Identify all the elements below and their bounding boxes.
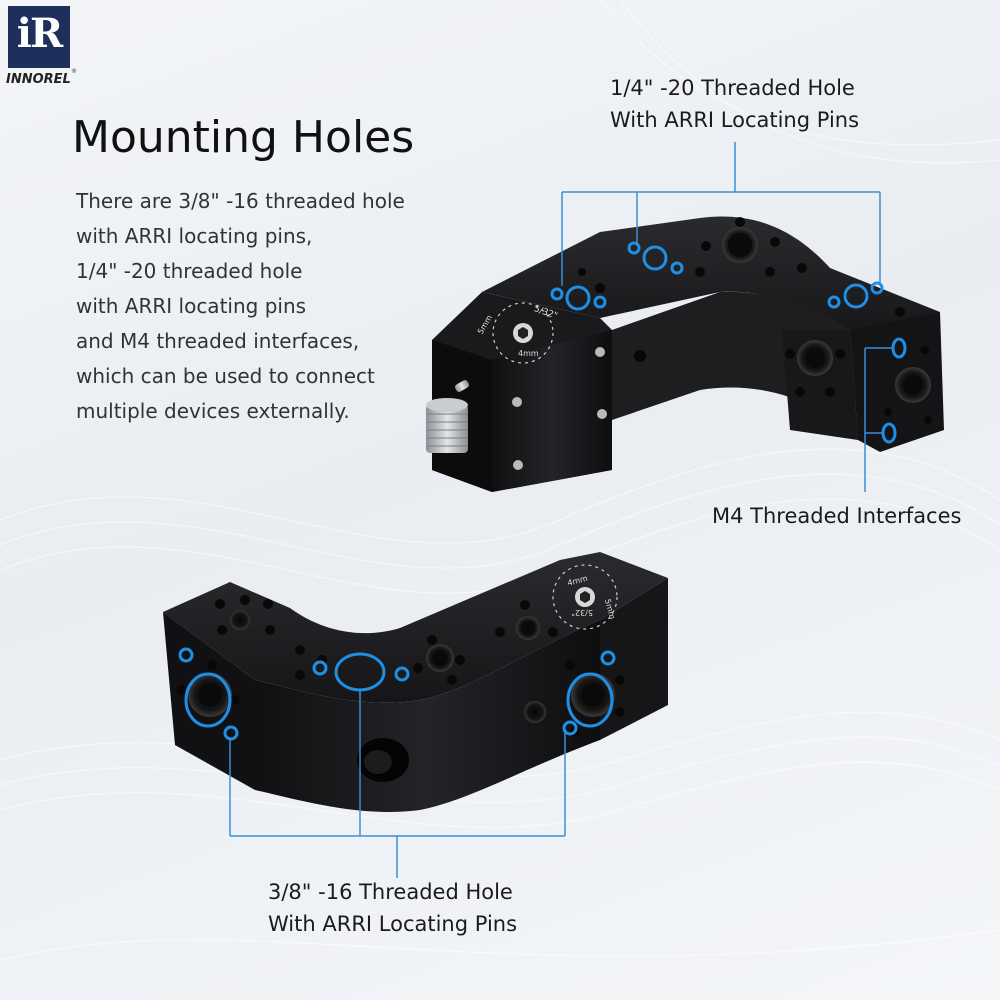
callout-line-2: With ARRI Locating Pins [268,912,518,936]
callout-m4-interfaces: M4 Threaded Interfaces [712,504,962,528]
engraving-text: 4mm [518,349,539,358]
callout-line-1: 1/4" -20 Threaded Hole [610,76,855,100]
description-line: which can be used to connect [76,364,375,388]
callout-quarter-inch-hole: 1/4" -20 Threaded Hole With ARRI Locatin… [610,72,859,136]
brand-name: INNOREL [6,72,71,87]
callout-three-eighths-hole: 3/8" -16 Threaded Hole With ARRI Locatin… [268,876,517,940]
description-line: with ARRI locating pins, [76,224,313,248]
engraving-text: 5/32" [571,608,593,617]
description-line: with ARRI locating pins [76,294,307,318]
callout-lines [229,142,892,878]
brand-logo: iR [8,6,70,68]
callout-line-2: With ARRI Locating Pins [610,108,860,132]
description-line: 1/4" -20 threaded hole [76,259,303,283]
threaded-stud [426,380,469,453]
page-title: Mounting Holes [72,112,415,163]
upper-bracket: 5mm 5/32" 4mm [426,216,944,492]
description-line: and M4 threaded interfaces, [76,329,360,353]
description: There are 3/8" -16 threaded hole with AR… [76,184,436,429]
description-line: There are 3/8" -16 threaded hole [76,189,405,213]
registered-mark: ® [71,68,77,75]
lower-bracket: 4mm 5mm 5/32" [163,552,668,812]
callout-line-1: 3/8" -16 Threaded Hole [268,880,513,904]
description-line: multiple devices externally. [76,399,350,423]
logo-mark: iR [16,10,63,57]
